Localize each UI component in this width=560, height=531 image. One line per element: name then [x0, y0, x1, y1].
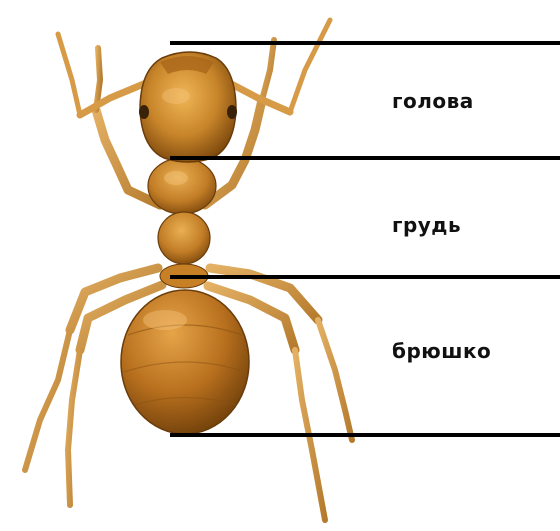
abdomen-label: брюшко	[392, 339, 491, 363]
thorax-label: грудь	[392, 213, 461, 237]
ant-abdomen	[121, 290, 249, 434]
head-label: голова	[392, 89, 474, 113]
ant-thorax	[148, 158, 216, 264]
ant-head	[139, 52, 237, 162]
